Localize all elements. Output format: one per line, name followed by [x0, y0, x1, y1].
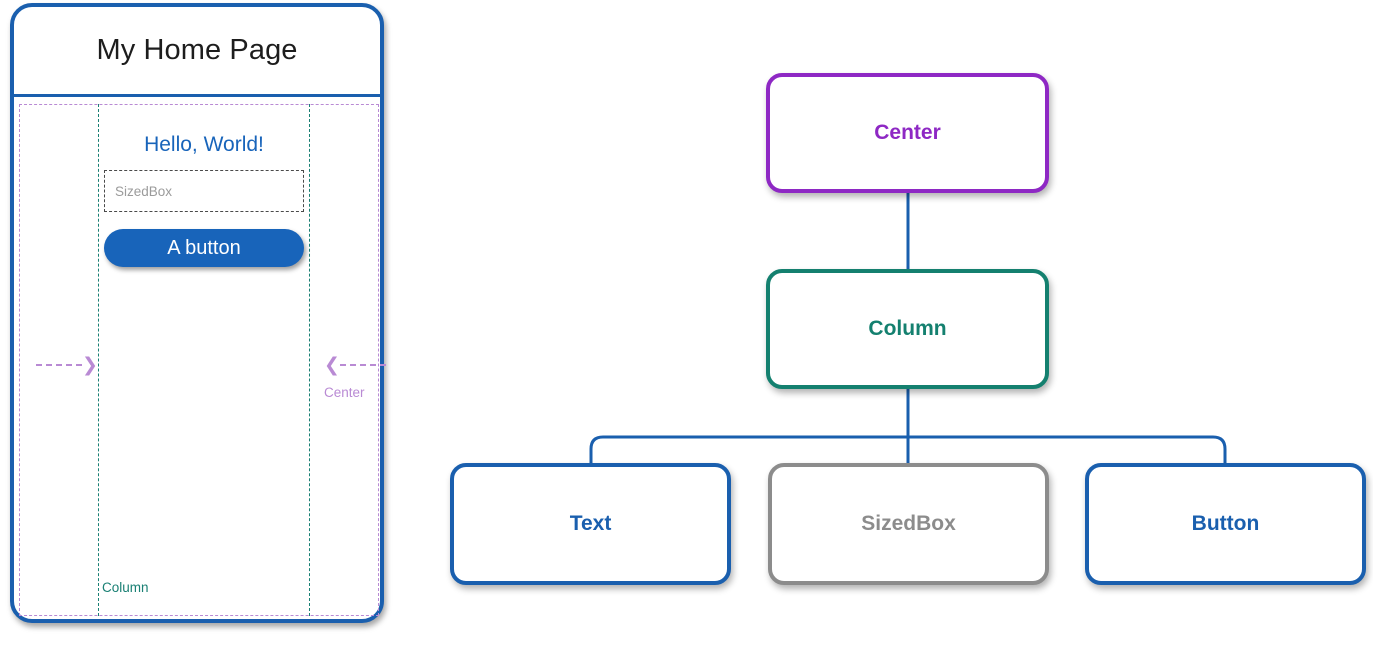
column-widget-guide: [98, 104, 310, 616]
sizedbox-widget: SizedBox: [104, 170, 304, 212]
center-left-arrow-icon: ❯: [36, 353, 98, 376]
sizedbox-widget-label: SizedBox: [115, 183, 173, 199]
chevron-left-icon: ❮: [324, 353, 340, 376]
tree-node-button-label: Button: [1191, 512, 1260, 535]
dash-segment-left: [36, 364, 82, 366]
edge-column-to-button: [908, 435, 1227, 465]
tree-node-column-label: Column: [868, 317, 947, 340]
phone-body: Column Center ❯ ❮ Hello, World! SizedBox…: [14, 97, 386, 619]
column-guide-label: Column: [102, 580, 149, 595]
center-right-arrow-icon: ❮: [324, 353, 386, 376]
tree-node-text-label: Text: [569, 512, 612, 535]
column-widget-stack: Hello, World! SizedBox A button: [101, 109, 307, 267]
hello-world-text: Hello, World!: [144, 133, 264, 156]
center-widget-guide: [19, 104, 379, 616]
tree-node-button[interactable]: Button: [1085, 463, 1366, 585]
center-guide-label: Center: [324, 385, 365, 400]
edge-column-to-text: [589, 435, 908, 465]
dash-segment-right: [339, 364, 386, 366]
tree-node-sizedbox[interactable]: SizedBox: [768, 463, 1049, 585]
widget-tree-diagram: Center Column Text SizedBox Button: [420, 0, 1373, 668]
app-bar-title: My Home Page: [96, 34, 298, 66]
a-button[interactable]: A button: [104, 229, 304, 267]
tree-node-text[interactable]: Text: [450, 463, 731, 585]
tree-connector-lines: [589, 0, 1227, 668]
tree-node-center-label: Center: [874, 121, 941, 144]
tree-node-column[interactable]: Column: [766, 269, 1049, 389]
phone-mockup: My Home Page Column Center ❯ ❮ Hello, Wo…: [10, 3, 386, 623]
app-bar: My Home Page: [14, 7, 380, 97]
tree-node-sizedbox-label: SizedBox: [861, 512, 956, 535]
tree-node-center[interactable]: Center: [766, 73, 1049, 193]
chevron-right-icon: ❯: [82, 353, 98, 376]
